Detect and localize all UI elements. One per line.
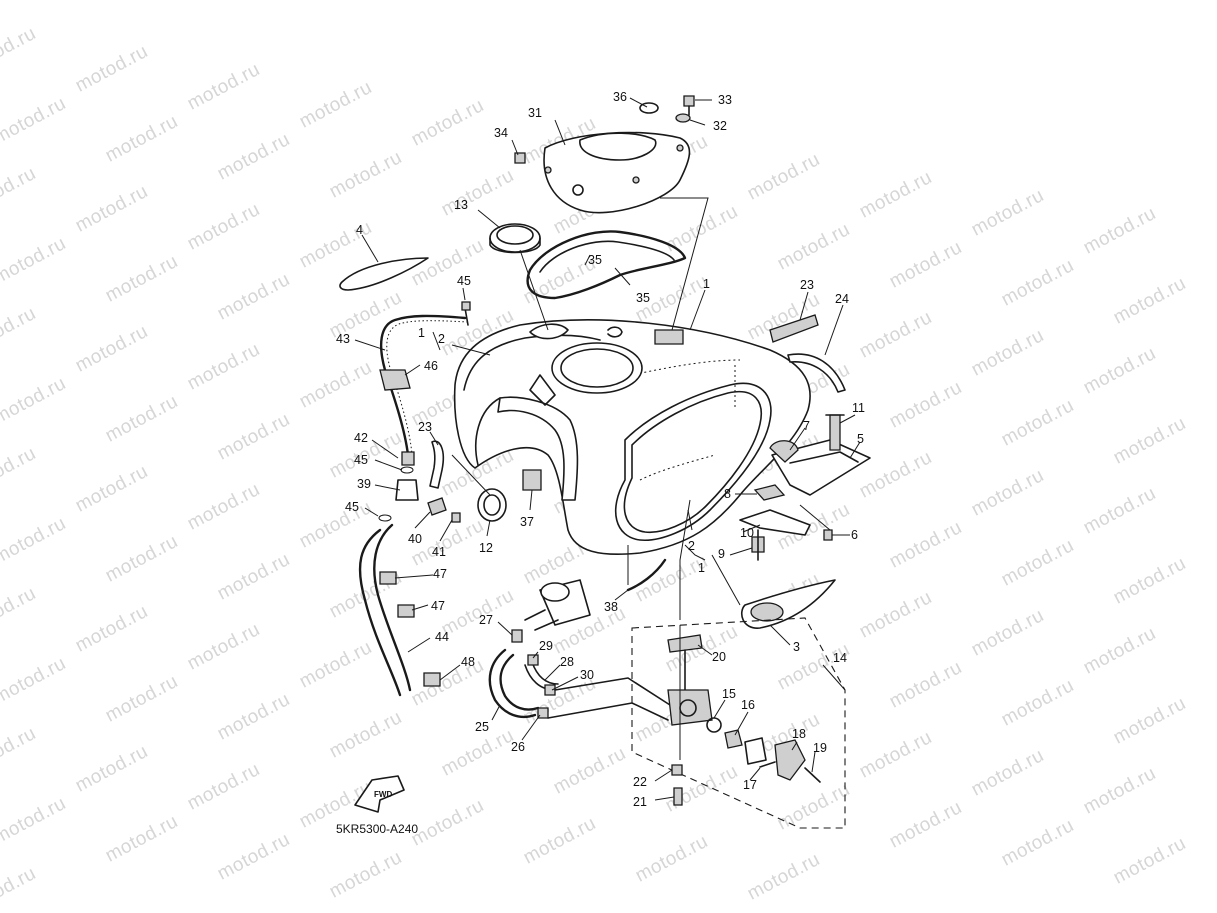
callout-label: 47 xyxy=(431,599,445,613)
callout-label: 35 xyxy=(588,253,602,267)
callout-label: 17 xyxy=(743,778,757,792)
callout-label: 15 xyxy=(722,687,736,701)
callout-label: 1 xyxy=(703,277,710,291)
callout-label: 36 xyxy=(613,90,627,104)
damper-strip xyxy=(769,314,819,343)
callout-label: 1 xyxy=(418,326,425,340)
grommet xyxy=(477,488,507,522)
callout-label: 30 xyxy=(580,668,594,682)
callout-label: 23 xyxy=(418,420,432,434)
fuel-pump xyxy=(511,579,591,643)
callout-label: 14 xyxy=(833,651,847,665)
fuel-cock-assembly xyxy=(631,617,846,829)
callout-label: 19 xyxy=(813,741,827,755)
callout-label: 22 xyxy=(633,775,647,789)
callout-label: 18 xyxy=(792,727,806,741)
callout-label: 24 xyxy=(835,292,849,306)
breather-hose xyxy=(378,301,471,522)
callout-label: 27 xyxy=(479,613,493,627)
callout-label: 25 xyxy=(475,720,489,734)
callout-label: 2 xyxy=(438,332,445,346)
callout-label: 1 xyxy=(698,561,705,575)
emblem-left xyxy=(339,257,429,291)
callout-label: 32 xyxy=(713,119,727,133)
callout-label: 46 xyxy=(424,359,438,373)
callout-label: 11 xyxy=(852,401,865,415)
callout-label: 4 xyxy=(356,223,363,237)
callout-label: 45 xyxy=(345,500,359,514)
callout-label: 41 xyxy=(432,545,446,559)
rear-brackets xyxy=(739,414,871,561)
fwd-arrow-icon: FWD xyxy=(354,775,405,813)
callout-label: 6 xyxy=(851,528,858,542)
callout-label: 20 xyxy=(712,650,726,664)
callout-label: 23 xyxy=(800,278,814,292)
drain-hose xyxy=(358,523,412,697)
callout-label: 5 xyxy=(857,432,864,446)
hose-clip-a xyxy=(379,571,397,585)
fuel-hose xyxy=(488,648,540,719)
callout-label: 48 xyxy=(461,655,475,669)
fuel-tank xyxy=(453,319,811,556)
callout-label: 7 xyxy=(803,419,810,433)
callout-label: 2 xyxy=(688,539,695,553)
clip-29 xyxy=(527,654,539,666)
cover-seals xyxy=(526,230,687,300)
callout-label: 45 xyxy=(457,274,471,288)
callout-label: 34 xyxy=(494,126,508,140)
guide-lines xyxy=(451,197,831,760)
callout-label: 13 xyxy=(454,198,468,212)
hose-clip-b xyxy=(397,604,415,618)
callout-label: 37 xyxy=(520,515,534,529)
callout-label: 40 xyxy=(408,532,422,546)
strip xyxy=(522,469,542,491)
callout-label: 31 xyxy=(528,106,542,120)
emblem-right xyxy=(741,579,836,629)
callout-label: 42 xyxy=(354,431,368,445)
filler-cap xyxy=(489,223,541,254)
callout-label: 45 xyxy=(354,453,368,467)
callout-label: 38 xyxy=(604,600,618,614)
clamp-40 xyxy=(427,497,447,516)
callout-label: 26 xyxy=(511,740,525,754)
fwd-label: FWD xyxy=(374,790,392,799)
callout-label: 16 xyxy=(741,698,755,712)
callout-label: 8 xyxy=(724,487,731,501)
callout-label: 43 xyxy=(336,332,350,346)
callout-label: 47 xyxy=(433,567,447,581)
callout-label: 21 xyxy=(633,795,647,809)
damper-left xyxy=(429,440,445,489)
callout-label: 10 xyxy=(740,526,754,540)
cable-guide xyxy=(626,558,667,592)
callout-label: 39 xyxy=(357,477,371,491)
bolt-41 xyxy=(451,512,461,523)
callout-label: 29 xyxy=(539,639,553,653)
callout-label: 33 xyxy=(718,93,732,107)
callout-label: 44 xyxy=(435,630,449,644)
tank-cover xyxy=(543,131,691,214)
callout-leaders xyxy=(354,97,861,801)
callout-label: 12 xyxy=(479,541,493,555)
diagram-code: 5KR5300-A240 xyxy=(336,822,418,836)
callout-label: 3 xyxy=(793,640,800,654)
callout-label: 35 xyxy=(636,291,650,305)
clip-30 xyxy=(544,684,556,696)
hose-clip-c xyxy=(423,672,441,687)
damper-band xyxy=(787,353,846,393)
callout-label: 9 xyxy=(718,547,725,561)
callout-label: 28 xyxy=(560,655,574,669)
routing-line xyxy=(547,677,671,721)
callout-labels: 1 1 1 2 2 3 4 5 6 7 8 9 10 11 12 13 14 1… xyxy=(336,90,865,809)
